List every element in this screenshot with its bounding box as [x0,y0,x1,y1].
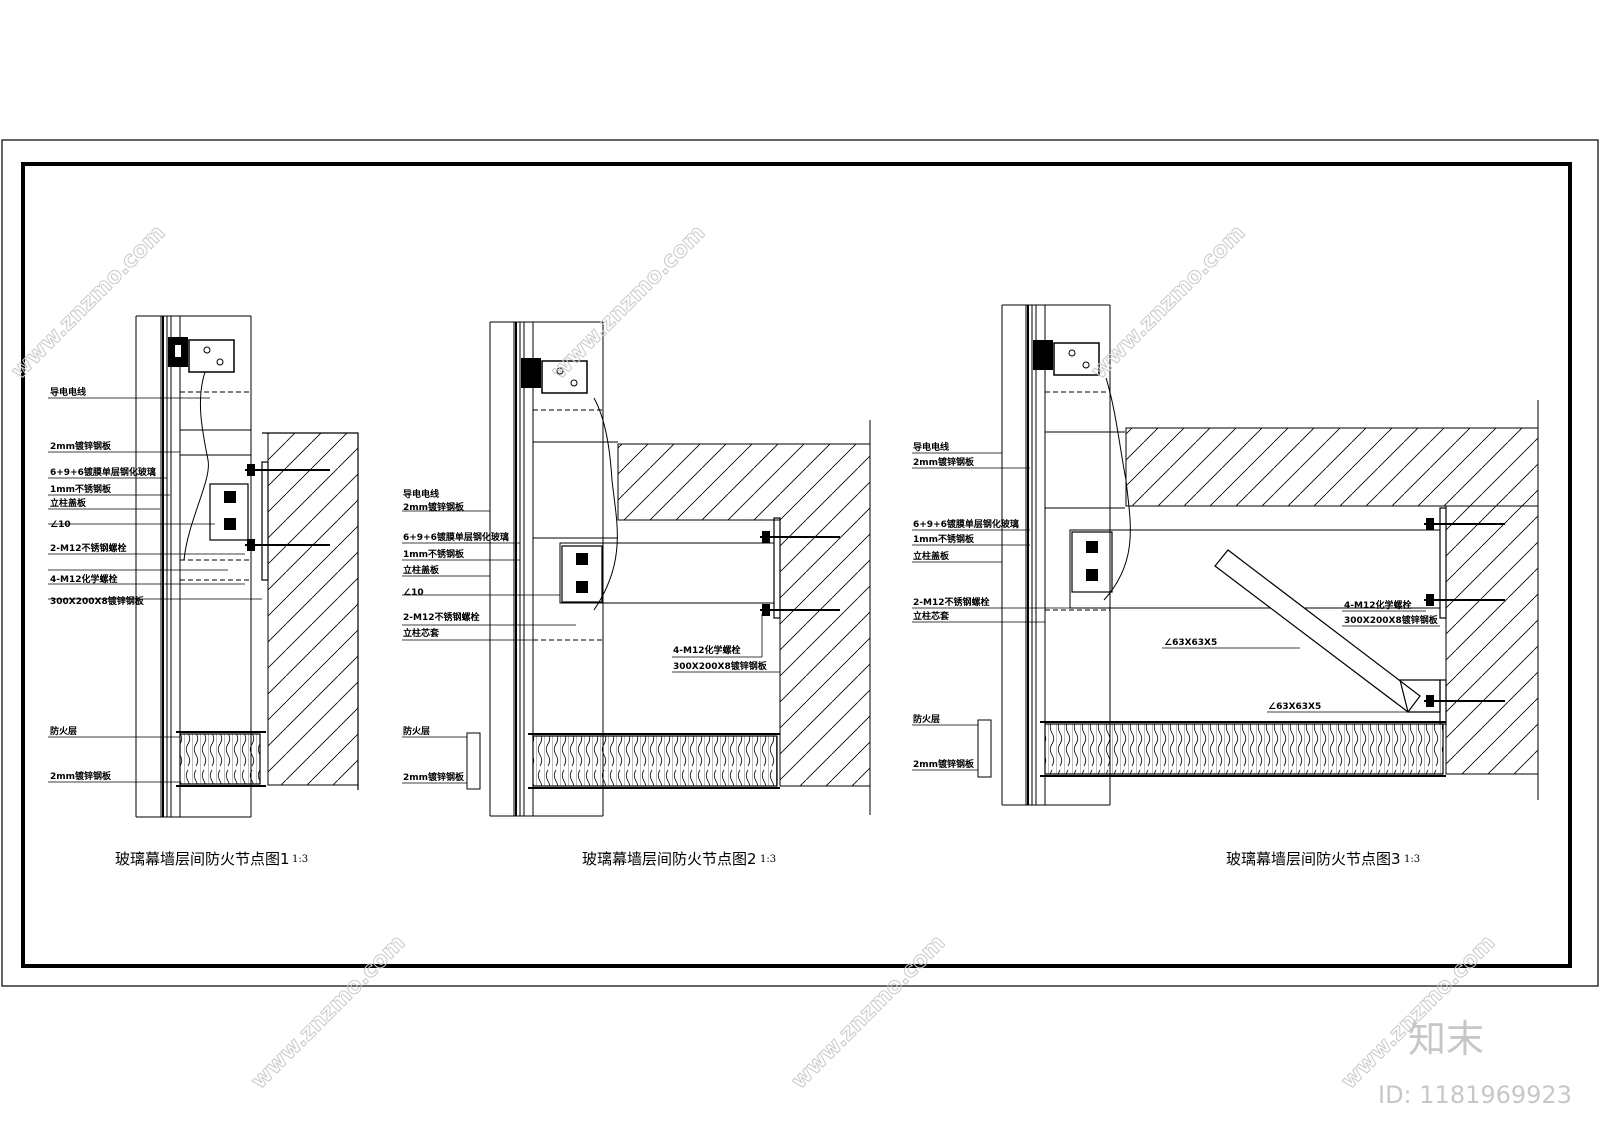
detail-3: 导电电线 2mm镀锌钢板 6+9+6镀膜单层钢化玻璃 1mm不锈钢板 立柱盖板 … [912,304,1539,868]
drawing-title: 玻璃幕墙层间防火节点图3 [1226,850,1401,868]
connection-box [209,483,249,541]
label-bottom-plate: 2mm镀锌钢板 [403,771,465,783]
concrete-slab [267,432,359,786]
label-mullion-cover: 立柱盖板 [50,497,87,509]
label-galvanized-plate: 2mm镀锌钢板 [913,456,975,468]
mullion-bracket [168,337,235,373]
label-bottom-plate: 2mm镀锌钢板 [50,770,112,782]
label-galvanized-plate: 2mm镀锌钢板 [403,501,465,513]
label-chemical-bolt: 4-M12化学螺栓 [1344,599,1411,611]
label-angle: ∠10 [50,520,71,530]
drawing-scale: 1:3 [1404,854,1420,865]
drawing-scale: 1:3 [760,854,776,865]
watermark-text: www.znzmo.com [1337,930,1501,1094]
label-fire-layer: 防火层 [50,725,77,737]
curtain-wall-mullion [489,321,604,817]
label-fire-layer: 防火层 [913,713,940,725]
label-stainless-plate: 1mm不锈钢板 [913,533,975,545]
label-mullion-cover: 立柱盖板 [403,564,440,576]
label-bottom-plate: 2mm镀锌钢板 [913,758,975,770]
label-earth-wire: 导电电线 [913,441,949,453]
watermark-text: www.znzmo.com [787,930,951,1094]
label-angle-steel: ∠63X63X5 [1164,638,1217,648]
label-core-sleeve: 立柱芯套 [913,610,950,622]
fire-insulation [179,733,261,785]
concrete-wall [1445,505,1539,775]
label-embed-plate: 300X200X8镀锌钢板 [1344,614,1439,626]
label-stainless-plate: 1mm不锈钢板 [50,483,112,495]
label-earth-wire: 导电电线 [403,488,439,500]
watermark-text: www.znzmo.com [7,220,171,384]
drawing-title: 玻璃幕墙层间防火节点图2 [582,850,757,868]
label-stainless-bolt: 2-M12不锈钢螺栓 [50,542,126,554]
connection-box [1071,531,1113,593]
watermark-text: www.znzmo.com [547,220,711,384]
label-glass: 6+9+6镀膜单层钢化玻璃 [50,466,156,478]
brand-logo: 知末 [1408,1017,1484,1061]
label-core-sleeve: 立柱芯套 [403,627,440,639]
label-fire-layer: 防火层 [403,725,430,737]
label-angle: ∠10 [403,588,424,598]
detail-1: 导电电线 2mm镀锌钢板 6+9+6镀膜单层钢化玻璃 1mm不锈钢板 立柱盖板 … [48,315,359,868]
outer-border [1,139,1599,987]
label-angle-steel-lower: ∠63X63X5 [1268,702,1321,712]
detail-2: 导电电线 2mm镀锌钢板 6+9+6镀膜单层钢化玻璃 1mm不锈钢板 立柱盖板 … [402,321,871,868]
label-mullion-cover: 立柱盖板 [913,550,950,562]
watermark-text: www.znzmo.com [1087,220,1251,384]
drawing-scale: 1:3 [292,854,308,865]
label-galvanized-plate: 2mm镀锌钢板 [50,440,112,452]
label-earth-wire: 导电电线 [50,386,86,398]
label-chemical-bolt: 4-M12化学螺栓 [673,644,740,656]
label-embed-plate: 300X200X8镀锌钢板 [673,660,768,672]
label-embed-plate: 300X200X8镀锌钢板 [50,595,145,607]
image-id: ID: 1181969923 [1378,1081,1572,1109]
label-chemical-bolt: 4-M12化学螺栓 [50,573,117,585]
label-stainless-bolt: 2-M12不锈钢螺栓 [913,596,989,608]
fire-insulation [1044,723,1444,775]
connection-box [561,545,603,603]
mullion-bracket [1033,340,1100,376]
watermark-text: www.znzmo.com [247,930,411,1094]
inner-border [21,162,1572,968]
mullion-bracket [521,358,588,394]
fire-insulation [532,735,778,787]
label-glass: 6+9+6镀膜单层钢化玻璃 [403,531,509,543]
label-glass: 6+9+6镀膜单层钢化玻璃 [913,518,1019,530]
label-stainless-plate: 1mm不锈钢板 [403,548,465,560]
angle-brace [1214,549,1421,713]
label-stainless-bolt: 2-M12不锈钢螺栓 [403,611,479,623]
concrete-slab [1125,427,1539,507]
drawing-title: 玻璃幕墙层间防火节点图1 [115,850,290,868]
